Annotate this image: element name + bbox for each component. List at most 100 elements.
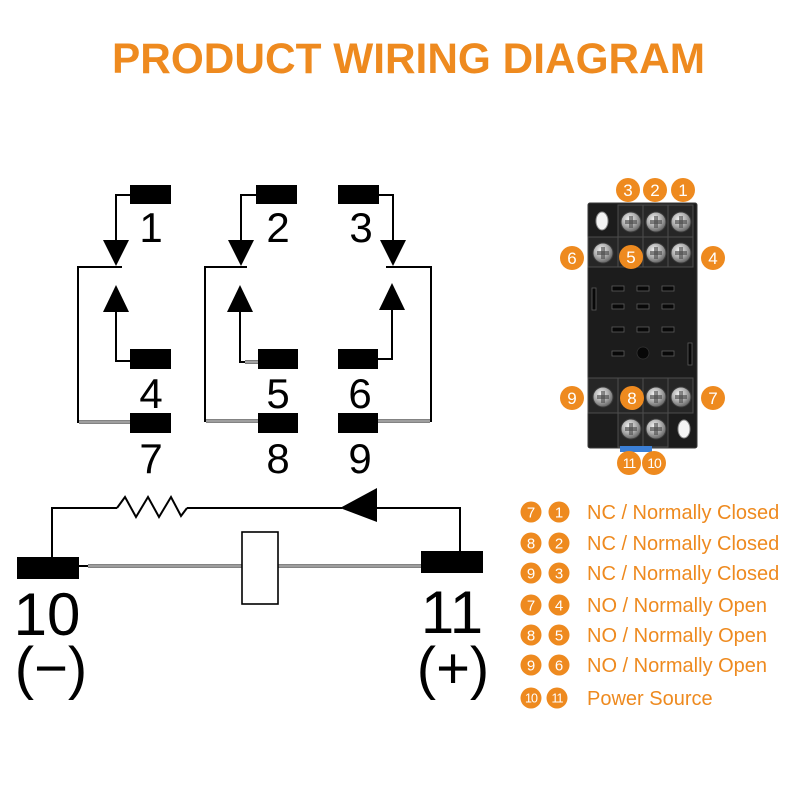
wire-1-to-common xyxy=(115,194,130,241)
terminal-label-6: 6 xyxy=(348,370,371,417)
legend-pin: 2 xyxy=(555,536,563,553)
pin-slot xyxy=(611,350,625,357)
badge-circle xyxy=(671,178,695,202)
terminal-label-9: 9 xyxy=(348,435,371,482)
legend-pin: 7 xyxy=(527,598,535,615)
coil-circuit: 10 11 (−) (+) xyxy=(14,488,489,701)
legend-badge xyxy=(520,687,542,709)
arrow-up-icon xyxy=(103,285,129,312)
pin-slot xyxy=(636,285,650,292)
legend-row: 9 6 NO / Normally Open xyxy=(520,654,767,677)
pin-slot xyxy=(661,350,675,357)
terminal-block-6 xyxy=(338,349,378,369)
socket-badge-10: 10 xyxy=(647,455,662,471)
legend-pin: 4 xyxy=(555,598,563,615)
legend-label: NC / Normally Closed xyxy=(587,563,779,585)
terminal-label-3: 3 xyxy=(349,204,372,251)
terminal-block-9 xyxy=(338,413,378,433)
arrow-left-icon xyxy=(340,488,377,522)
pin-slot xyxy=(636,326,650,333)
terminal-label-7: 7 xyxy=(139,435,162,482)
terminal-screw-4 xyxy=(670,242,692,264)
legend-pin: 9 xyxy=(527,658,535,675)
legend-pin: 8 xyxy=(527,536,535,553)
contact-schematic: 1 4 7 2 5 8 xyxy=(77,185,432,482)
wire-5-to-common xyxy=(239,311,246,363)
blue-clip xyxy=(620,446,652,452)
arrow-up-icon xyxy=(379,283,405,310)
pin-slot xyxy=(611,326,625,333)
badge-circle xyxy=(560,246,584,270)
socket-badge-4: 4 xyxy=(708,249,717,268)
terminal-label-2: 2 xyxy=(266,204,289,251)
terminal-block-10 xyxy=(17,557,79,579)
pin-slot xyxy=(661,285,675,292)
resistor-icon xyxy=(116,494,188,520)
terminal-block-8 xyxy=(258,413,298,433)
legend-badge xyxy=(548,654,570,676)
terminal-block-1 xyxy=(130,185,171,204)
legend-label: NC / Normally Closed xyxy=(587,502,779,524)
wire-6-to-common xyxy=(378,309,393,360)
wire-10-up xyxy=(51,507,117,557)
terminal-label-5: 5 xyxy=(266,370,289,417)
pin-slot xyxy=(636,303,650,310)
legend-pin: 7 xyxy=(527,505,535,522)
socket-badge-5: 5 xyxy=(626,248,635,267)
badge-circle xyxy=(619,245,643,269)
terminal-screw-11 xyxy=(620,418,642,440)
legend-pin: 3 xyxy=(555,566,563,583)
legend-badge xyxy=(548,532,570,554)
terminal-label-1: 1 xyxy=(139,204,162,251)
socket-badge-7: 7 xyxy=(708,389,717,408)
pin-slot xyxy=(611,285,625,292)
center-key-hole xyxy=(636,346,650,360)
wire-2-to-common xyxy=(240,194,256,241)
wire-11-up xyxy=(376,507,461,551)
arrow-up-icon xyxy=(227,285,253,312)
mounting-hole xyxy=(677,419,691,439)
legend-badge xyxy=(546,687,568,709)
terminal-block-11 xyxy=(421,551,483,573)
terminal-label-8: 8 xyxy=(266,435,289,482)
pin-slot xyxy=(661,326,675,333)
terminal-block-2 xyxy=(256,185,297,204)
terminal-screw-5 xyxy=(645,242,667,264)
coil-icon xyxy=(241,531,279,605)
pin-slot xyxy=(611,303,625,310)
page-title: PRODUCT WIRING DIAGRAM xyxy=(112,35,705,83)
badge-circle xyxy=(643,178,667,202)
contact-group-2: 2 5 8 xyxy=(204,185,298,482)
terminal-label-10: 10 xyxy=(14,581,81,648)
legend-pin: 1 xyxy=(555,505,563,522)
socket-badge-8: 8 xyxy=(627,389,636,408)
terminal-screw-6 xyxy=(592,242,614,264)
terminal-label-11: 11 xyxy=(421,579,483,646)
socket-badge-6: 6 xyxy=(567,249,576,268)
pin-slots xyxy=(591,285,693,366)
legend-label: NC / Normally Closed xyxy=(587,533,779,555)
legend-badge xyxy=(520,501,542,523)
legend-pin: 5 xyxy=(555,628,563,645)
badge-circle xyxy=(617,451,641,475)
legend-row: 8 2 NC / Normally Closed xyxy=(520,532,779,555)
badge-circle xyxy=(701,246,725,270)
socket-badge-2: 2 xyxy=(650,181,659,200)
badge-circle xyxy=(560,386,584,410)
terminal-label-4: 4 xyxy=(139,370,162,417)
legend-badge xyxy=(520,624,542,646)
legend-pin: 9 xyxy=(527,566,535,583)
socket-badge-9: 9 xyxy=(567,389,576,408)
badge-circle xyxy=(642,451,666,475)
legend-row: 9 3 NC / Normally Closed xyxy=(520,562,779,585)
legend-badge xyxy=(520,594,542,616)
relay-socket-image: 3 2 1 6 5 4 9 8 7 11 10 xyxy=(560,178,725,475)
pin-slot xyxy=(661,303,675,310)
legend-row: 10 11 Power Source xyxy=(520,687,713,710)
legend-pin: 10 xyxy=(525,692,538,706)
legend-pin: 11 xyxy=(552,692,564,706)
wire-4-to-common xyxy=(115,311,130,362)
wire-3-to-common xyxy=(379,194,394,241)
terminal-screw-7 xyxy=(670,386,692,408)
